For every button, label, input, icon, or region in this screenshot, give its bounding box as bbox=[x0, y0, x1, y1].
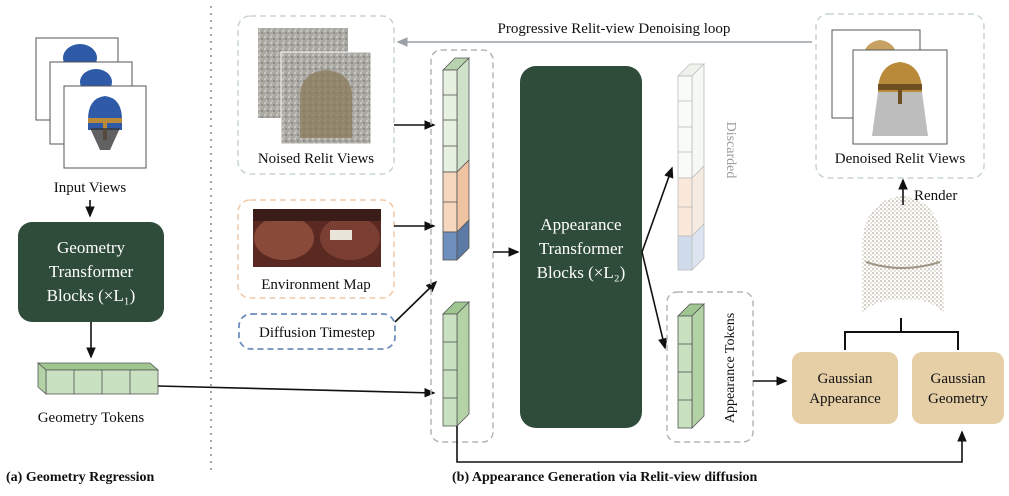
geometry-transformer-block: Geometry Transformer Blocks (×L₁) bbox=[18, 222, 164, 322]
gaussian-bracket bbox=[844, 318, 959, 350]
geometry-tokens-column bbox=[442, 301, 470, 427]
input-tokens-box bbox=[430, 49, 494, 443]
svg-text:Gaussian: Gaussian bbox=[931, 371, 986, 387]
denoised-helmet-image bbox=[872, 62, 928, 136]
svg-text:Geometry: Geometry bbox=[928, 391, 988, 407]
caption-b: (b) Appearance Generation via Relit-view… bbox=[452, 470, 757, 485]
noised-helmet bbox=[300, 70, 352, 138]
denoising-loop-label: Progressive Relit-view Denoising loop bbox=[498, 21, 731, 37]
svg-text:Appearance: Appearance bbox=[540, 215, 621, 234]
noised-views-label: Noised Relit Views bbox=[258, 151, 374, 167]
svg-text:Blocks (×L₂): Blocks (×L₂) bbox=[537, 263, 626, 282]
arrow-geotokens-to-column bbox=[157, 385, 436, 398]
arrow-to-discarded bbox=[641, 166, 674, 253]
arrow-to-appearance-tokens bbox=[641, 251, 668, 350]
input-views-label: Input Views bbox=[54, 180, 127, 196]
svg-text:Geometry: Geometry bbox=[57, 238, 125, 257]
svg-text:Appearance: Appearance bbox=[809, 391, 881, 407]
gaussian-geometry-box: Gaussian Geometry bbox=[912, 352, 1004, 424]
input-views-stack bbox=[35, 37, 147, 169]
svg-text:Transformer: Transformer bbox=[539, 239, 624, 258]
geometry-tokens bbox=[36, 362, 160, 395]
timestep-label: Diffusion Timestep bbox=[259, 325, 375, 341]
discarded-label: Discarded bbox=[723, 122, 738, 179]
discarded-tokens-column bbox=[677, 63, 705, 271]
noised-views-box bbox=[237, 15, 395, 175]
geometry-tokens-label: Geometry Tokens bbox=[38, 410, 145, 426]
env-map-image bbox=[253, 209, 381, 267]
caption-a: (a) Geometry Regression bbox=[6, 470, 154, 485]
appearance-tokens-column bbox=[677, 303, 705, 429]
svg-text:Transformer: Transformer bbox=[49, 262, 134, 281]
denoised-views-box bbox=[815, 13, 985, 179]
appearance-tokens-label: Appearance Tokens bbox=[723, 313, 738, 423]
env-map-label: Environment Map bbox=[261, 277, 371, 293]
gaussian-appearance-box: Gaussian Appearance bbox=[792, 352, 898, 424]
timestep-box bbox=[238, 313, 396, 350]
render-label: Render bbox=[914, 188, 957, 204]
arrow-timestep-to-tokens bbox=[394, 280, 438, 323]
appearance-tokens-box bbox=[666, 291, 754, 443]
appearance-transformer-block: Appearance Transformer Blocks (×L₂) bbox=[520, 66, 642, 428]
denoised-views-label: Denoised Relit Views bbox=[835, 151, 966, 167]
svg-text:Blocks (×L₁): Blocks (×L₁) bbox=[47, 286, 136, 305]
helmet-image bbox=[88, 96, 122, 150]
gaussian-point-cloud bbox=[862, 196, 944, 312]
input-tokens-column bbox=[442, 57, 470, 261]
env-map-box bbox=[237, 199, 395, 299]
arrow-geometry-to-gaussian bbox=[456, 426, 967, 463]
svg-text:Gaussian: Gaussian bbox=[818, 371, 873, 387]
